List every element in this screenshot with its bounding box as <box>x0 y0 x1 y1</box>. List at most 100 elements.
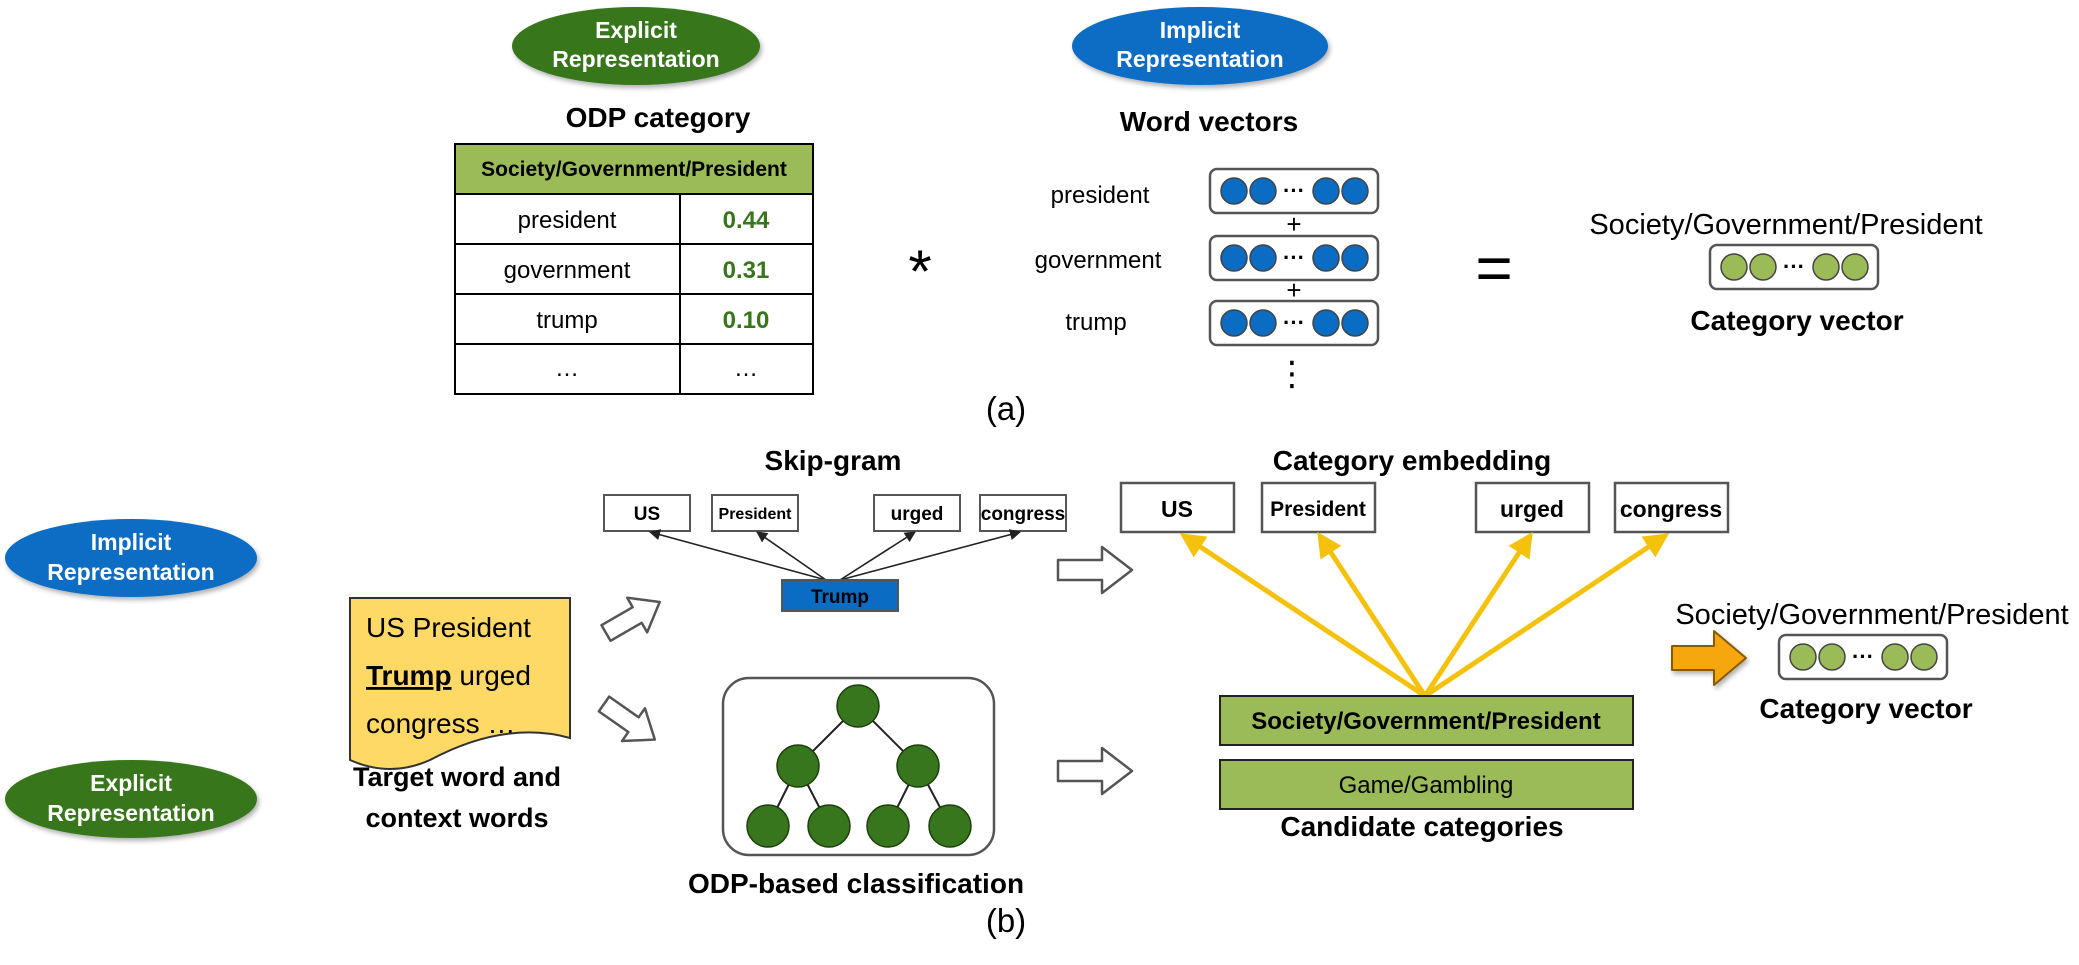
svg-text:···: ··· <box>1852 644 1874 669</box>
plus-sign: + <box>1286 209 1301 239</box>
table-header-text: Society/Government/President <box>481 158 787 181</box>
tree-node <box>928 804 972 848</box>
vector-word: president <box>1051 182 1150 209</box>
tree-node <box>807 804 851 848</box>
result-category-name-b: Society/Government/President <box>1675 599 2068 631</box>
embedding-word: congress <box>1620 496 1722 522</box>
vertical-dots: ⋮ <box>1275 355 1309 393</box>
doc-label-line-1: Target word and <box>353 762 561 792</box>
skipgram-arrows <box>648 529 1022 581</box>
word-vectors-title: Word vectors <box>1120 106 1298 137</box>
doc-label-line-2: context words <box>365 803 548 833</box>
embedding-box: President <box>1260 481 1377 534</box>
caption-b: (b) <box>986 902 1026 939</box>
word-vector: ··· <box>1208 299 1380 347</box>
embedding-arrows <box>1179 531 1670 699</box>
svg-text:···: ··· <box>1283 178 1305 203</box>
skipgram-title: Skip-gram <box>765 445 902 476</box>
classification-tree <box>721 676 996 857</box>
candidate-category: Game/Gambling <box>1219 759 1634 810</box>
badge-ellipse <box>1072 7 1328 85</box>
table-weight: 0.44 <box>723 207 770 234</box>
skipgram-box: urged <box>873 494 961 532</box>
table-header-cell <box>454 143 814 195</box>
tree-node <box>896 744 940 788</box>
part-a: Explicit Representation ODP category Soc… <box>454 7 1983 427</box>
skipgram-box: President <box>711 494 799 532</box>
table-word: government <box>504 257 631 284</box>
badge-line-1: Implicit <box>91 529 172 555</box>
embedding-word: President <box>1270 498 1366 521</box>
candidates-label: Candidate categories <box>1280 811 1563 842</box>
badge-line-1: Explicit <box>90 770 172 796</box>
tree-node <box>776 744 820 788</box>
table-word: president <box>518 207 617 234</box>
part-b: Implicit Representation Explicit Represe… <box>5 445 2069 939</box>
hollow-arrow-right-top <box>1056 545 1134 595</box>
result-category-name-a: Society/Government/President <box>1589 209 1982 241</box>
equals-sign: = <box>1475 232 1512 304</box>
plus-sign: + <box>1286 275 1301 305</box>
table-cell <box>454 293 681 345</box>
word-vector: ··· <box>1208 234 1380 282</box>
table-cell <box>679 193 814 245</box>
candidate-category: Society/Government/President <box>1219 695 1634 746</box>
vector-word: trump <box>1065 309 1126 336</box>
badge-line-2: Representation <box>47 800 214 826</box>
category-vector-label-a: Category vector <box>1690 305 1903 336</box>
svg-text:···: ··· <box>1283 310 1305 335</box>
skipgram-word: US <box>634 504 660 525</box>
table-word: … <box>555 355 579 382</box>
classification-label: ODP-based classification <box>688 868 1024 899</box>
embedding-box: US <box>1119 481 1236 534</box>
tree-node <box>866 804 910 848</box>
svg-text:···: ··· <box>1783 254 1805 279</box>
svg-text:···: ··· <box>1283 245 1305 270</box>
doc-line-3: congress … <box>366 708 515 739</box>
skipgram-word: congress <box>981 504 1065 525</box>
embedding-word: US <box>1161 496 1193 522</box>
badge-ellipse <box>5 760 257 838</box>
svg-text:Trump urged: Trump urged <box>366 660 531 691</box>
doc-line-2-rest: urged <box>452 660 531 691</box>
explicit-representation-badge-b: Explicit Representation <box>5 760 257 838</box>
table-weight: 0.10 <box>723 307 770 334</box>
hollow-arrow-up <box>600 596 661 643</box>
vector-word: government <box>1035 247 1162 274</box>
caption-a: (a) <box>986 390 1026 427</box>
skipgram-word: urged <box>891 504 944 525</box>
hollow-arrow-down <box>597 695 657 743</box>
tree-node <box>746 804 790 848</box>
badge-ellipse <box>512 7 760 85</box>
badge-line-2: Representation <box>47 559 214 585</box>
skipgram-word: President <box>719 506 793 523</box>
embedding-box: urged <box>1474 481 1591 534</box>
candidate-category-label: Game/Gambling <box>1339 772 1514 799</box>
table-cell <box>679 293 814 345</box>
skipgram-center-box: Trump <box>781 579 899 612</box>
orange-arrow <box>1671 630 1747 686</box>
category-vector-b: ··· <box>1777 633 1949 681</box>
badge-line-2: Representation <box>1116 46 1283 72</box>
doc-target-word: Trump <box>366 660 452 691</box>
skipgram-center-word: Trump <box>811 587 869 608</box>
table-weight: … <box>734 355 758 382</box>
skipgram-box: US <box>603 494 691 532</box>
implicit-representation-badge-a: Implicit Representation <box>1072 7 1328 85</box>
embedding-word: urged <box>1500 496 1564 522</box>
badge-ellipse <box>5 519 257 597</box>
badge-line-1: Explicit <box>595 17 677 43</box>
badge-line-2: Representation <box>552 46 719 72</box>
embedding-box: congress <box>1613 481 1730 534</box>
odp-category-table: Society/Government/President president g… <box>454 143 814 395</box>
hollow-arrow-right-bottom <box>1056 746 1134 796</box>
explicit-representation-badge-a: Explicit Representation <box>512 7 760 85</box>
table-cell <box>454 343 681 395</box>
category-vector-a: ··· <box>1708 243 1880 291</box>
document-icon: US President Trump urged congress … <box>349 597 571 770</box>
candidate-category-label: Society/Government/President <box>1251 708 1600 735</box>
word-vector: ··· <box>1208 167 1380 215</box>
implicit-representation-badge-b: Implicit Representation <box>5 519 257 597</box>
category-vector-label-b: Category vector <box>1759 693 1972 724</box>
